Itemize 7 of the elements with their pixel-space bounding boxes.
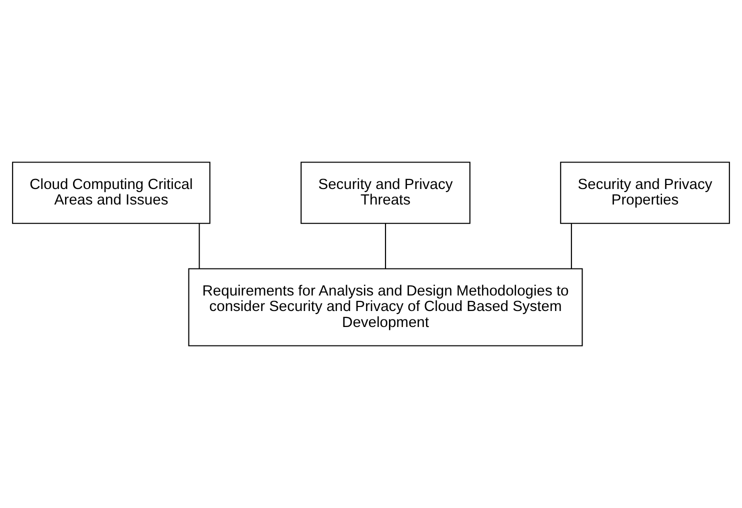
node-box: Security and Privacy Threats — [300, 162, 470, 224]
node-box: Requirements for Analysis and Design Methodologies to consider Security and Privacy of Cloud Based System Development — [188, 268, 583, 346]
connector — [384, 224, 386, 269]
connector — [570, 224, 572, 269]
node-box: Cloud Computing Critical Areas and Issues — [12, 162, 210, 224]
node-box: Security and Privacy Properties — [560, 162, 730, 224]
connector — [198, 224, 200, 269]
